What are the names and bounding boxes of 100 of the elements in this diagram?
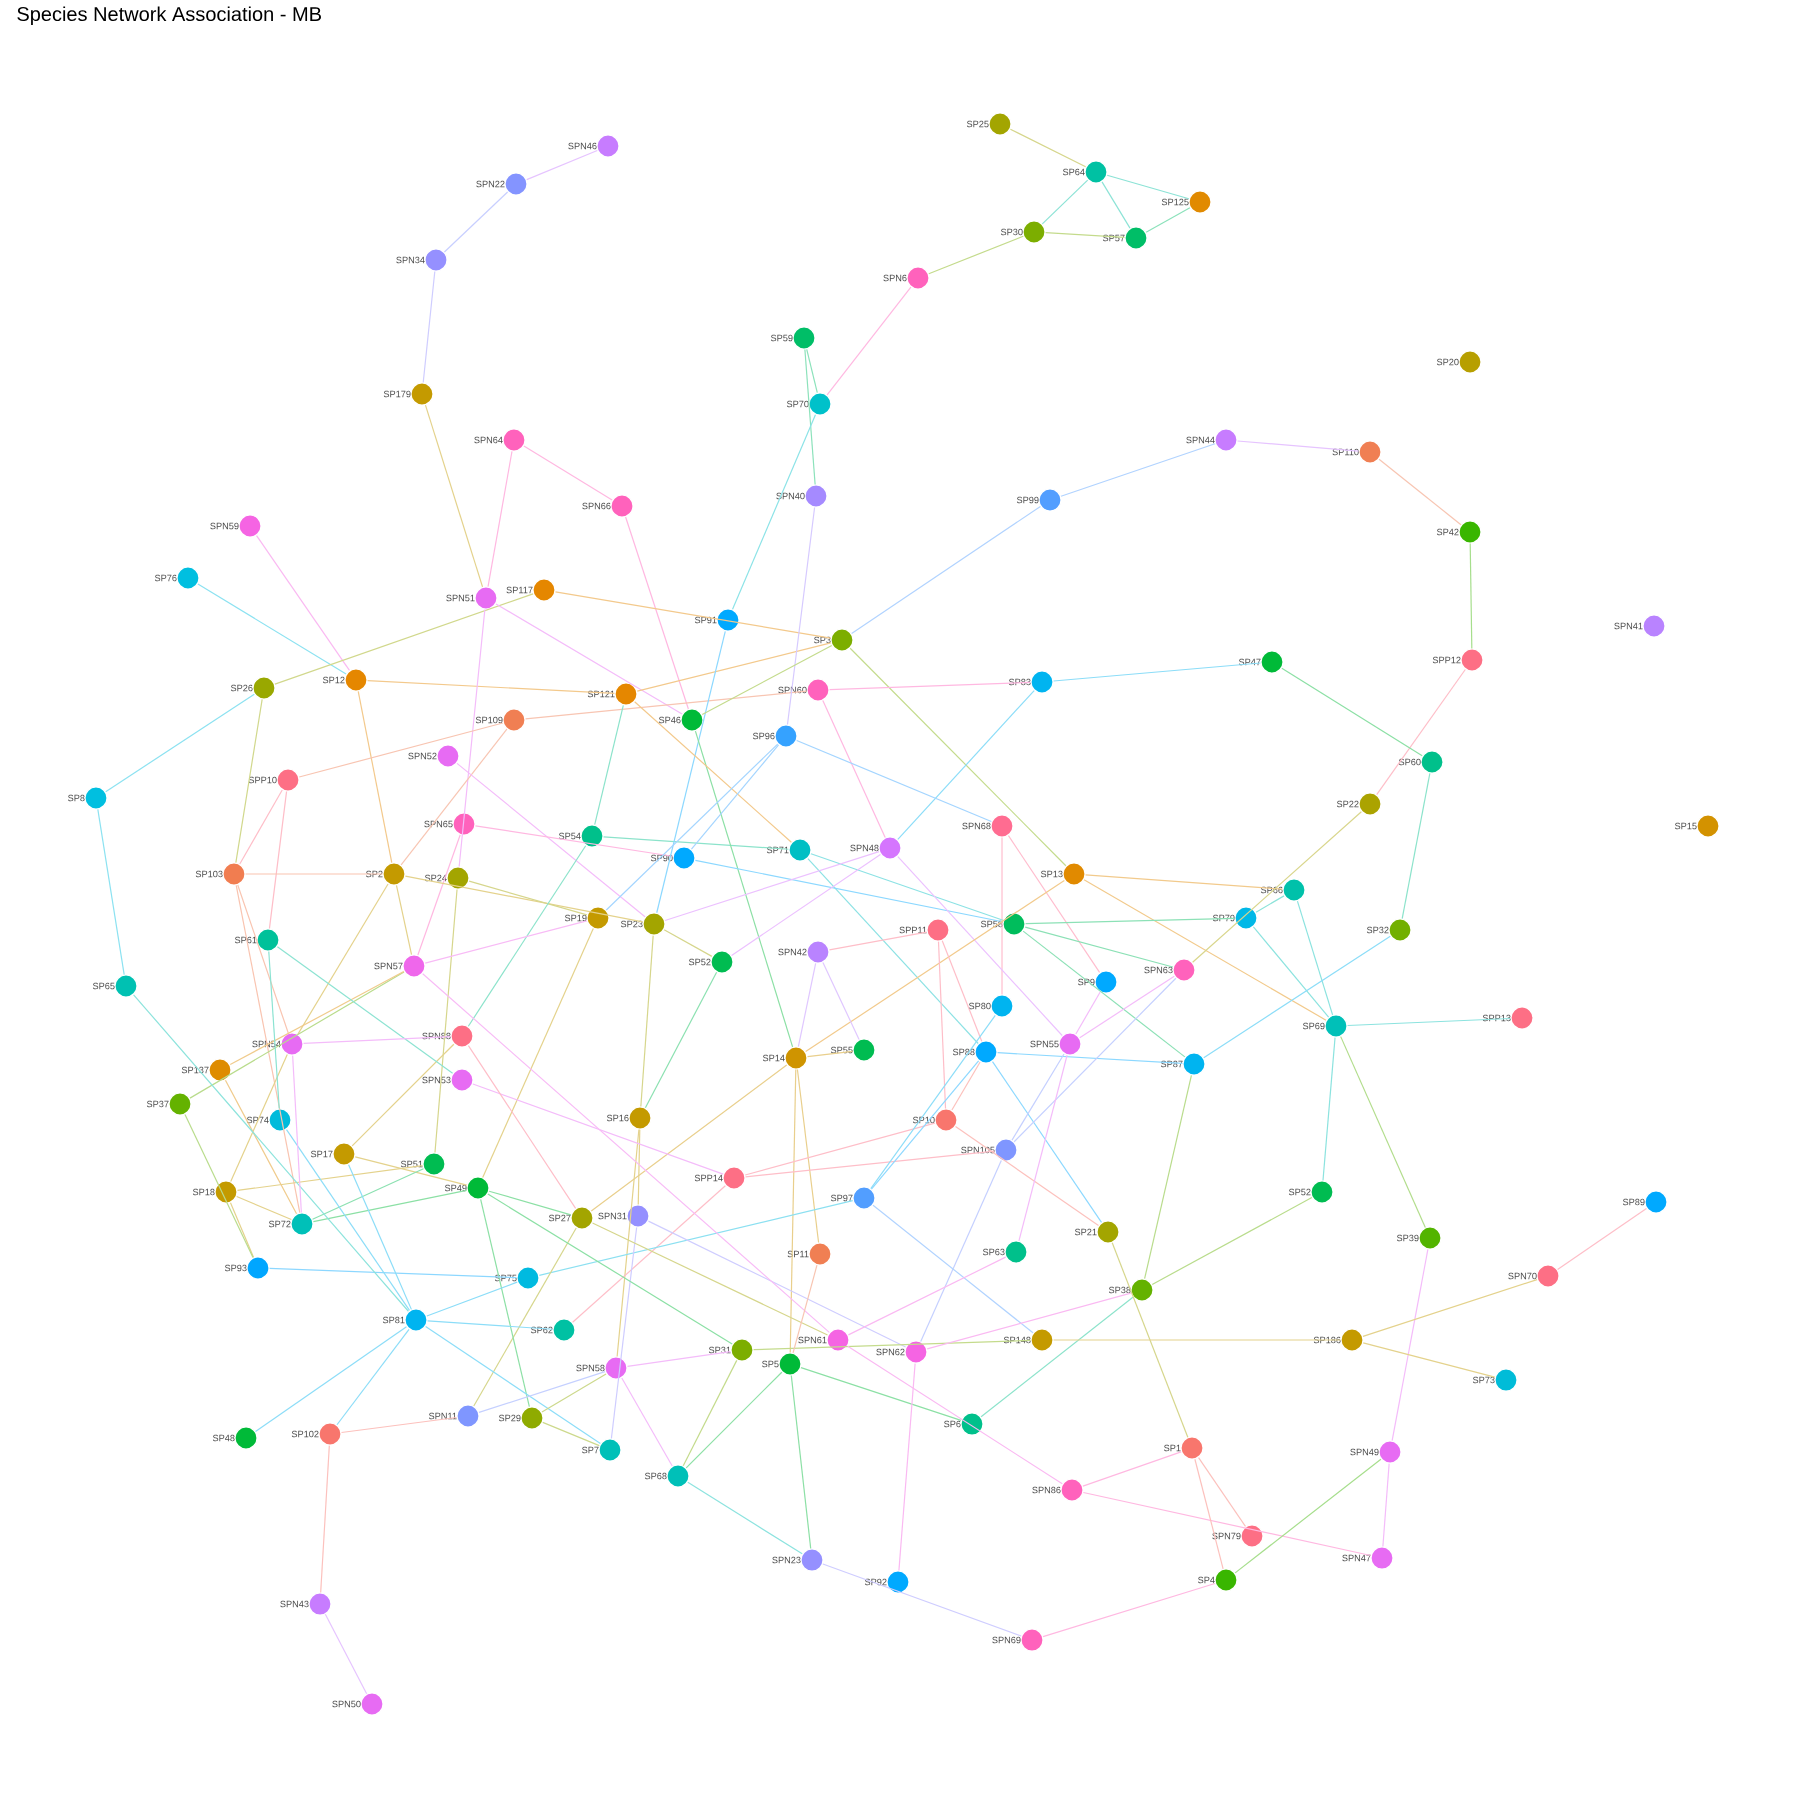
network-edge — [806, 348, 818, 394]
network-edge — [236, 1195, 292, 1221]
network-edge — [682, 1359, 738, 1467]
network-edge — [1083, 879, 1327, 1021]
network-edge — [590, 1064, 788, 1212]
network-edge — [1009, 128, 1087, 168]
network-edge — [105, 693, 255, 793]
network-edge — [1391, 1248, 1429, 1442]
network-edge — [805, 879, 1065, 1053]
network-edge — [268, 951, 280, 1110]
network-edge — [744, 1122, 936, 1176]
network-edge — [254, 1326, 408, 1432]
network-edge — [298, 722, 504, 778]
network-edge — [1557, 1207, 1648, 1271]
network-edge — [616, 1128, 640, 1358]
network-edge — [789, 1069, 797, 1353]
network-edge — [256, 534, 351, 672]
network-edge — [542, 1421, 600, 1447]
network-edge — [456, 762, 646, 918]
network-edge — [594, 704, 624, 826]
network-edge — [467, 845, 587, 1027]
network-edge — [804, 348, 816, 486]
network-edge — [311, 1168, 425, 1220]
network-edge — [480, 1198, 530, 1408]
network-edge — [351, 1043, 455, 1147]
network-edge — [621, 1377, 673, 1467]
network-edge — [1024, 926, 1174, 968]
network-edge — [1192, 811, 1362, 963]
network-edge — [872, 1204, 1034, 1334]
network-edge — [458, 608, 486, 868]
network-edge — [870, 1060, 980, 1190]
network-edge — [348, 1164, 412, 1310]
network-edge — [849, 647, 1067, 867]
network-edge — [687, 1481, 803, 1555]
network-edge — [1401, 772, 1431, 920]
network-edge — [236, 1164, 424, 1192]
network-edge — [1362, 1342, 1496, 1378]
network-edge — [1376, 668, 1466, 796]
network-edge — [1362, 1279, 1538, 1337]
network-edge — [822, 1563, 1022, 1637]
network-edge — [744, 1150, 996, 1178]
network-edge — [541, 1373, 607, 1413]
network-edge — [1041, 179, 1089, 225]
network-edge — [229, 1202, 255, 1258]
network-edge — [1025, 917, 1235, 925]
network-edge — [796, 739, 992, 823]
network-edge — [991, 1061, 1103, 1223]
network-edge — [898, 1363, 916, 1572]
network-edge — [847, 1256, 1007, 1336]
network-edge — [625, 516, 689, 710]
network-edge — [474, 825, 674, 857]
network-edge — [920, 1160, 1002, 1342]
network-edge — [184, 1113, 254, 1259]
network-edge — [1101, 181, 1131, 229]
network-edge — [367, 680, 615, 694]
network-edge — [731, 853, 881, 957]
network-edge — [1111, 1242, 1189, 1438]
network-edge — [694, 730, 794, 1048]
network-edge — [495, 603, 683, 715]
network-edge — [276, 946, 454, 1074]
network-edge — [685, 1371, 783, 1469]
network-edge — [1022, 930, 1186, 1058]
network-edge — [237, 884, 289, 1034]
network-edge — [1151, 1196, 1313, 1286]
network-edge — [1082, 1491, 1372, 1557]
network-edge — [591, 1222, 829, 1336]
network-edge — [753, 1339, 1031, 1351]
network-edge — [731, 414, 817, 610]
network-edge — [524, 690, 808, 720]
network-edge — [269, 1267, 517, 1279]
network-edge — [473, 1227, 577, 1407]
network-edge — [1011, 1053, 1065, 1141]
network-edge — [425, 1325, 601, 1445]
network-edge — [797, 962, 817, 1048]
network-edge — [640, 935, 654, 1108]
network-edge — [1194, 1458, 1224, 1570]
network-edge — [1079, 975, 1175, 1039]
network-edge — [467, 1045, 577, 1209]
network-edge — [197, 583, 347, 675]
network-edge — [229, 970, 405, 1066]
network-edge — [1252, 926, 1330, 1018]
network-edge — [790, 1374, 812, 1550]
network-edge — [285, 1129, 411, 1311]
network-edge — [1340, 1036, 1426, 1228]
network-edge — [690, 744, 780, 850]
network-edge — [292, 1055, 302, 1214]
network-edge — [1236, 440, 1360, 452]
network-edge — [786, 506, 816, 726]
network-edge — [897, 855, 1063, 1037]
network-edge — [426, 1320, 554, 1330]
network-edge — [810, 853, 1004, 921]
network-edge — [224, 1079, 298, 1215]
network-edge — [422, 973, 830, 1333]
network-edge — [1042, 1582, 1216, 1638]
network-edge — [312, 1189, 468, 1223]
network-edge — [634, 701, 792, 843]
network-edge — [997, 1052, 1184, 1064]
network-edge — [822, 699, 886, 839]
network-edge — [487, 450, 513, 588]
network-edge — [340, 1416, 458, 1434]
